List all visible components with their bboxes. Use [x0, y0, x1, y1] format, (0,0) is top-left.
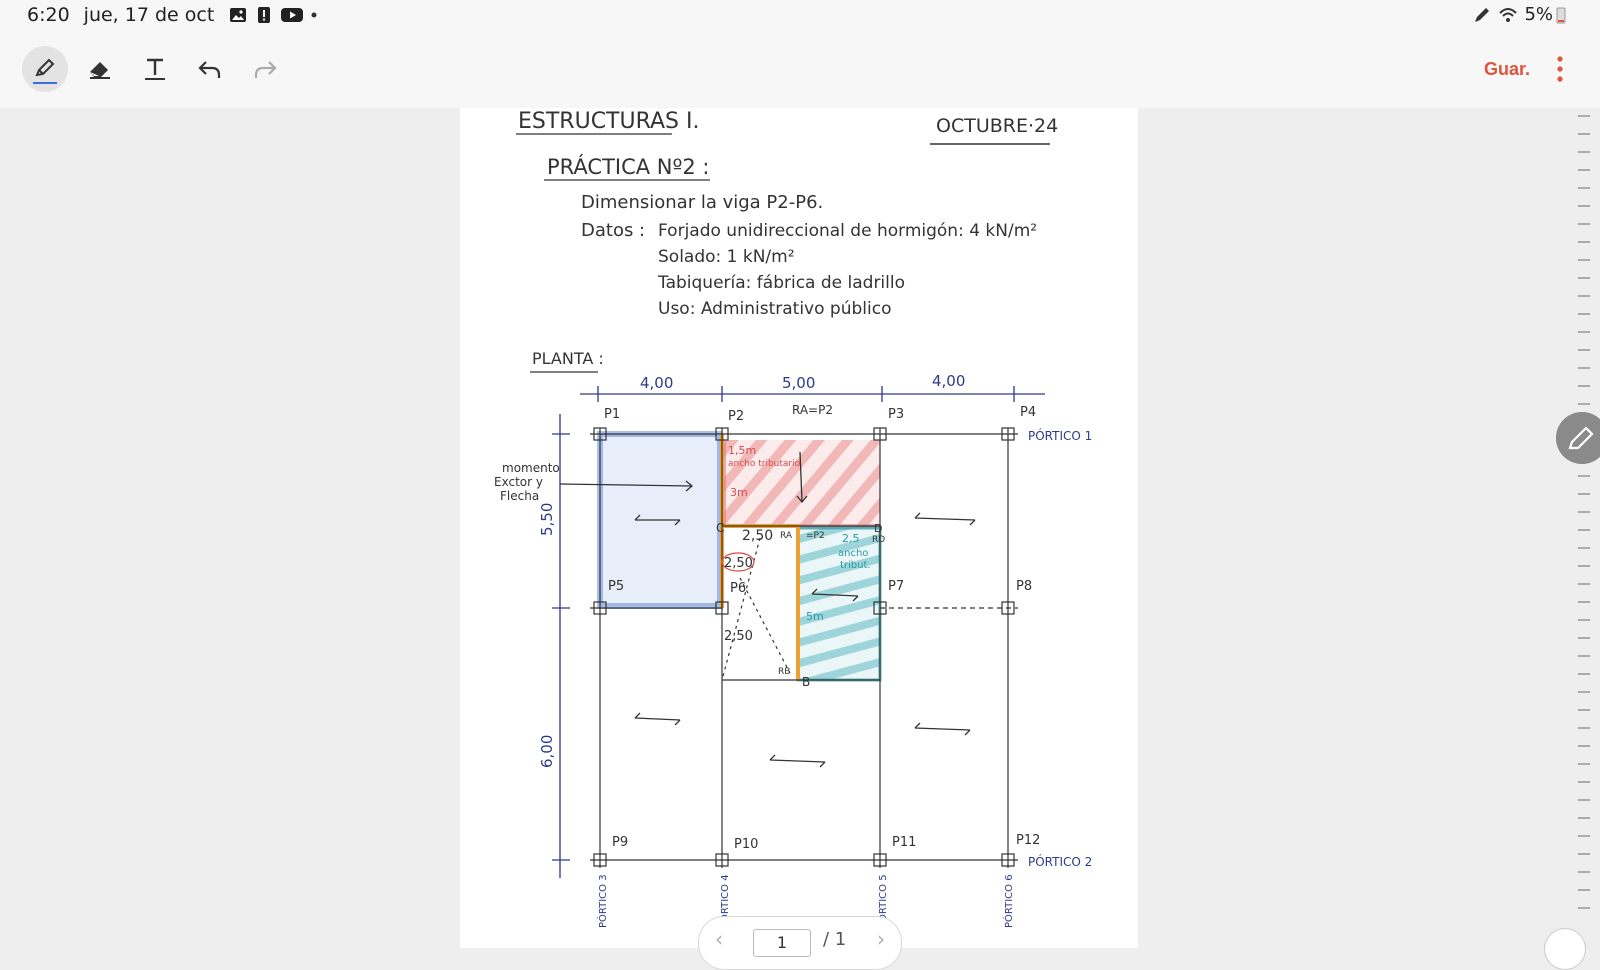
- portico-5: PÓRTICO 5: [876, 874, 889, 928]
- annotation-rb: RB: [778, 667, 790, 677]
- annotation-red-3m: 3m: [730, 486, 748, 499]
- annotation-d: D: [874, 522, 882, 535]
- pen-status-icon: [1475, 7, 1490, 22]
- redo-button[interactable]: [242, 46, 288, 92]
- data-line-3: Tabiquería: fábrica de ladrillo: [657, 273, 905, 293]
- annotation-teal-5m: 5m: [806, 610, 824, 623]
- data-line-2: Solado: 1 kN/m²: [658, 247, 795, 267]
- edit-handle-button[interactable]: [1556, 412, 1600, 464]
- pillar-p10: P10: [734, 837, 758, 852]
- status-time: 6:20: [27, 4, 70, 26]
- dim-left-2: 6,00: [538, 735, 556, 768]
- handwritten-drawing: ESTRUCTURAS I. OCTUBRE·24 PRÁCTICA Nº2 :…: [494, 109, 1092, 928]
- pen-tool-button[interactable]: [22, 46, 68, 92]
- annotation-momento-2: Exctor y: [494, 475, 543, 489]
- annotation-ra-eq: =P2: [806, 531, 825, 541]
- circled-dimension: [721, 552, 755, 572]
- youtube-icon: [281, 8, 304, 22]
- page-scroller[interactable]: [1576, 112, 1592, 932]
- practice-title: PRÁCTICA Nº2 :: [547, 154, 710, 179]
- header-left: ESTRUCTURAS I.: [518, 109, 699, 134]
- status-date: jue, 17 de oct: [83, 4, 215, 26]
- pen-color-indicator: [33, 82, 57, 84]
- pillar-p5: P5: [608, 579, 624, 594]
- pillar-p1: P1: [604, 407, 620, 422]
- status-bar: 6:20 jue, 17 de oct 5%: [0, 0, 1600, 32]
- eraser-tool-button[interactable]: [77, 46, 123, 92]
- page-navigation: ‹ 1 / 1 ›: [698, 916, 902, 970]
- portico-1: PÓRTICO 1: [1028, 428, 1092, 443]
- plan-label: PLANTA :: [532, 349, 604, 368]
- battery-percent: 5%: [1524, 4, 1553, 25]
- annotation-250-b: 2,50: [724, 556, 753, 571]
- annotation-b: B: [802, 675, 810, 689]
- portico-4: PÓRTICO 4: [718, 874, 731, 928]
- page-total: / 1: [823, 929, 847, 950]
- pillar-p7: P7: [888, 579, 904, 594]
- annotation-momento-3: Flecha: [500, 489, 539, 503]
- portico-3: PÓRTICO 3: [596, 874, 609, 928]
- wifi-icon: [1499, 7, 1518, 22]
- dot-icon: [311, 12, 317, 18]
- annotation-ra-p2: RA=P2: [792, 403, 833, 417]
- pillar-p6: P6: [730, 581, 746, 596]
- status-left: 6:20 jue, 17 de oct: [27, 4, 324, 26]
- pillar-p8: P8: [1016, 579, 1032, 594]
- dim-top-2: 5,00: [782, 374, 815, 392]
- undo-icon: [198, 61, 221, 78]
- alert-icon: [258, 7, 271, 23]
- next-page-icon[interactable]: ›: [877, 927, 885, 951]
- pillar-p2: P2: [728, 409, 744, 424]
- document-page[interactable]: ESTRUCTURAS I. OCTUBRE·24 PRÁCTICA Nº2 :…: [460, 108, 1138, 948]
- data-line-1: Forjado unidireccional de hormigón: 4 kN…: [658, 221, 1037, 241]
- corner-action-button[interactable]: [1544, 928, 1586, 970]
- portico-6: PÓRTICO 6: [1002, 874, 1015, 928]
- eraser-icon: [90, 62, 110, 79]
- dim-top-1: 4,00: [640, 374, 673, 392]
- redo-icon: [254, 61, 277, 78]
- annotation-teal-width-3: tribut.: [840, 560, 871, 571]
- more-vert-icon[interactable]: [1550, 54, 1570, 84]
- pillar-p3: P3: [888, 407, 904, 422]
- pillar-p12: P12: [1016, 833, 1040, 848]
- image-icon: [230, 8, 247, 22]
- prev-page-icon[interactable]: ‹: [715, 927, 723, 951]
- dim-left-1: 5,50: [538, 503, 556, 536]
- portico-2: PÓRTICO 2: [1028, 854, 1092, 869]
- save-button[interactable]: Guar.: [1483, 59, 1530, 79]
- annotation-250-a: 2,50: [742, 528, 773, 544]
- page-number-input[interactable]: 1: [753, 929, 811, 957]
- annotation-momento-1: momento: [502, 461, 560, 475]
- annotation-teal-width: 2,5: [842, 532, 860, 545]
- annotation-red-width: 1,5m: [728, 444, 756, 457]
- annotation-rd: RD: [872, 535, 885, 545]
- pillar-p11: P11: [892, 835, 916, 850]
- pen-icon: [35, 58, 55, 77]
- dim-top-3: 4,00: [932, 372, 965, 390]
- pillar-p4: P4: [1020, 405, 1036, 420]
- toolbar: Guar.: [0, 32, 1600, 108]
- status-right: 5%: [1472, 4, 1572, 25]
- battery-icon: [1556, 7, 1566, 23]
- task-text: Dimensionar la viga P2-P6.: [581, 192, 823, 213]
- annotation-teal-width-2: ancho: [838, 548, 868, 559]
- pen-handle-icon: [1568, 426, 1594, 450]
- header-right: OCTUBRE·24: [936, 115, 1058, 137]
- annotation-red-width-2: ancho tributario: [728, 459, 801, 469]
- annotation-ra: RA: [780, 531, 793, 541]
- data-line-4: Uso: Administrativo público: [658, 299, 891, 319]
- pillar-p9: P9: [612, 835, 628, 850]
- text-tool-button[interactable]: [132, 46, 178, 92]
- annotation-c: C: [716, 521, 724, 535]
- undo-button[interactable]: [187, 46, 233, 92]
- text-icon: [145, 58, 165, 80]
- data-label: Datos :: [581, 220, 645, 241]
- annotation-250-c: 2,50: [724, 629, 753, 644]
